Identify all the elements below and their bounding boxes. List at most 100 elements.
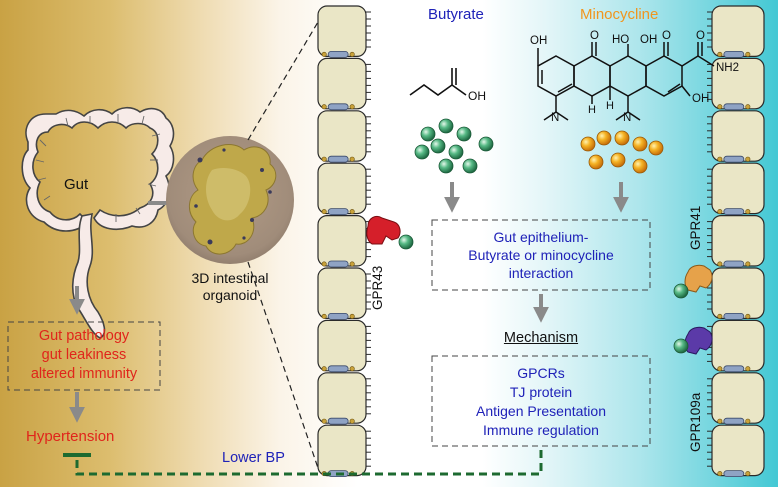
zoom-line-top	[247, 21, 319, 141]
epithelial-cell	[711, 319, 765, 372]
mino-o-3: O	[696, 30, 705, 42]
pathology-line3: altered immunity	[30, 366, 138, 382]
epithelial-cell	[711, 162, 765, 215]
mino-o-2: O	[662, 30, 671, 42]
mechanism-item-immune: Immune regulation	[483, 422, 599, 438]
mino-nh2: NH2	[716, 62, 740, 74]
junction-dot	[717, 366, 723, 372]
junction-dot	[349, 209, 355, 215]
junction-dot	[717, 156, 723, 162]
tight-junction	[327, 208, 349, 216]
junction-dot	[321, 418, 327, 424]
gpr41-label: GPR41	[688, 205, 703, 250]
junction-dot	[717, 313, 723, 319]
tight-junction	[723, 155, 745, 163]
junction-dot	[745, 418, 751, 424]
gpr109a-label: GPR109a	[688, 392, 703, 452]
junction-dot	[349, 366, 355, 372]
junction-dot	[349, 156, 355, 162]
epithelial-cell	[317, 162, 367, 215]
junction-dot	[717, 471, 723, 477]
colon-illustration	[21, 106, 175, 339]
epithelial-cell	[711, 424, 765, 477]
junction-dot	[349, 313, 355, 319]
butyrate-oh: OH	[468, 89, 486, 103]
epithelial-cell	[317, 57, 367, 110]
junction-dot	[321, 209, 327, 215]
epithelial-cell	[317, 110, 367, 162]
mino-n-2: N	[623, 112, 632, 124]
epithelium-left	[317, 5, 371, 478]
gut-label: Gut	[64, 176, 89, 193]
minocycline-label: Minocycline	[580, 6, 659, 23]
tight-junction	[327, 312, 349, 320]
epithelial-cell	[711, 267, 765, 320]
organoid-label-line1: 3D intestinal	[191, 270, 269, 286]
junction-dot	[745, 104, 751, 110]
tight-junction	[723, 103, 745, 111]
junction-dot	[745, 313, 751, 319]
junction-dot	[745, 471, 751, 477]
junction-dot	[745, 156, 751, 162]
junction-dot	[745, 261, 751, 267]
interaction-box	[431, 219, 651, 291]
mechanism-item-gpcrs: GPCRs	[517, 365, 565, 381]
mino-h-1: H	[588, 104, 596, 116]
junction-dot	[717, 261, 723, 267]
butyrate-bead	[438, 118, 454, 134]
junction-dot	[321, 261, 327, 267]
junction-dot	[321, 104, 327, 110]
tight-junction	[723, 260, 745, 268]
tight-junction	[327, 155, 349, 163]
junction-dot	[745, 51, 751, 57]
epithelial-cell	[317, 5, 367, 58]
minocycline-bead	[648, 140, 664, 156]
mino-n-1: N	[551, 112, 560, 124]
tight-junction	[327, 260, 349, 268]
epithelial-cell	[317, 319, 367, 372]
junction-dot	[717, 51, 723, 57]
tight-junction	[723, 470, 745, 478]
junction-dot	[349, 418, 355, 424]
gpr109a-receptor	[673, 326, 713, 355]
minocycline-bead	[614, 130, 630, 146]
mechanism-item-tj-protein: TJ protein	[509, 384, 573, 400]
minocycline-structure	[537, 42, 715, 121]
mechanism-list: GPCRs TJ protein Antigen Presentation Im…	[432, 364, 650, 440]
interaction-line1: Gut epithelium-	[493, 229, 589, 245]
epithelial-cell	[711, 110, 765, 162]
mino-oh-bottom: OH	[692, 93, 710, 105]
hypertension-label: Hypertension	[26, 428, 115, 445]
epithelial-cell	[711, 5, 765, 58]
mino-o-1: O	[590, 30, 599, 42]
inhibition-path	[75, 450, 543, 476]
epithelial-cell	[317, 372, 367, 424]
pathology-box	[7, 321, 161, 391]
mino-ho: HO	[612, 34, 630, 46]
minocycline-bead	[632, 136, 648, 152]
butyrate-structure	[409, 68, 467, 96]
tight-junction	[723, 417, 745, 425]
junction-dot	[745, 366, 751, 372]
mechanism-title: Mechanism	[503, 330, 579, 346]
colon-haustra	[35, 114, 161, 222]
epithelium-right	[707, 5, 765, 478]
butyrate-label: Butyrate	[428, 6, 484, 23]
mino-oh-1: OH	[530, 35, 548, 47]
pathology-line2: gut leakiness	[41, 347, 127, 363]
junction-dot	[717, 418, 723, 424]
butyrate-bead	[438, 158, 454, 174]
zoom-line-bottom	[247, 261, 319, 469]
gpr43-receptor	[366, 215, 414, 250]
epithelial-cell	[317, 267, 367, 320]
epithelial-cell	[317, 424, 367, 477]
pathology-line1: Gut pathology	[38, 328, 130, 344]
interaction-line3: interaction	[508, 265, 574, 281]
minocycline-bead	[610, 152, 626, 168]
junction-dot	[321, 366, 327, 372]
organoid-label: 3D intestinal organoid	[188, 270, 272, 304]
mino-oh-3: OH	[640, 34, 658, 46]
interaction-line2: Butyrate or minocycline	[468, 247, 614, 263]
gpr43-label: GPR43	[370, 265, 385, 310]
